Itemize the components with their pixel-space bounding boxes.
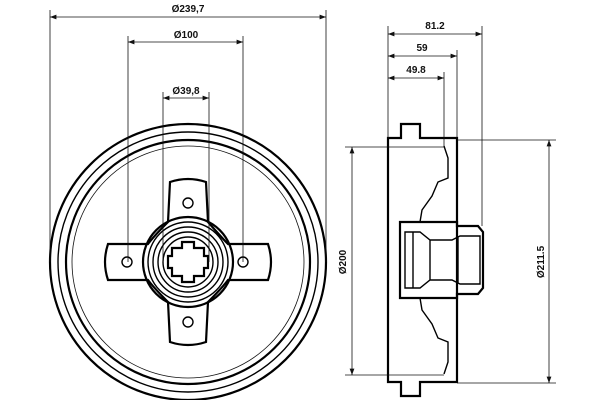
bolt-hole-bottom	[182, 316, 194, 328]
hub-ring	[157, 231, 219, 293]
drum-inner-circle	[64, 138, 312, 386]
hub-section	[398, 220, 485, 300]
front-view: Ø239,7 Ø100 Ø39,8	[48, 4, 328, 400]
bolt-circle-label: Ø100	[174, 30, 199, 41]
bolt-hole-top	[182, 197, 194, 209]
center-bore-label: Ø39,8	[172, 86, 200, 97]
splined-bore	[166, 240, 210, 284]
braking-surface-circle	[71, 145, 305, 379]
hub-outer-ring	[141, 215, 235, 309]
overall-height-label: 81.2	[425, 21, 445, 32]
drum-outer-circle	[48, 122, 328, 400]
hub-ring	[162, 236, 214, 288]
drum-rim-circle	[57, 131, 319, 393]
drum-outer-diameter-label: Ø211.5	[536, 245, 547, 278]
drum-inner-diameter-label: Ø200	[338, 249, 349, 274]
height-59-label: 59	[416, 43, 428, 54]
hub-ring	[147, 221, 229, 303]
hub-bore	[404, 231, 481, 289]
drum-section	[386, 122, 459, 398]
side-view: 81.2 59 49.8 Ø200 Ø211.5	[338, 21, 556, 398]
drum-web	[419, 145, 449, 375]
outer-diameter-label: Ø239,7	[172, 4, 205, 15]
bolt-hole-left	[121, 256, 133, 268]
hub-ring	[152, 226, 224, 298]
hub-flange	[103, 177, 273, 347]
height-49-8-label: 49.8	[406, 65, 426, 76]
